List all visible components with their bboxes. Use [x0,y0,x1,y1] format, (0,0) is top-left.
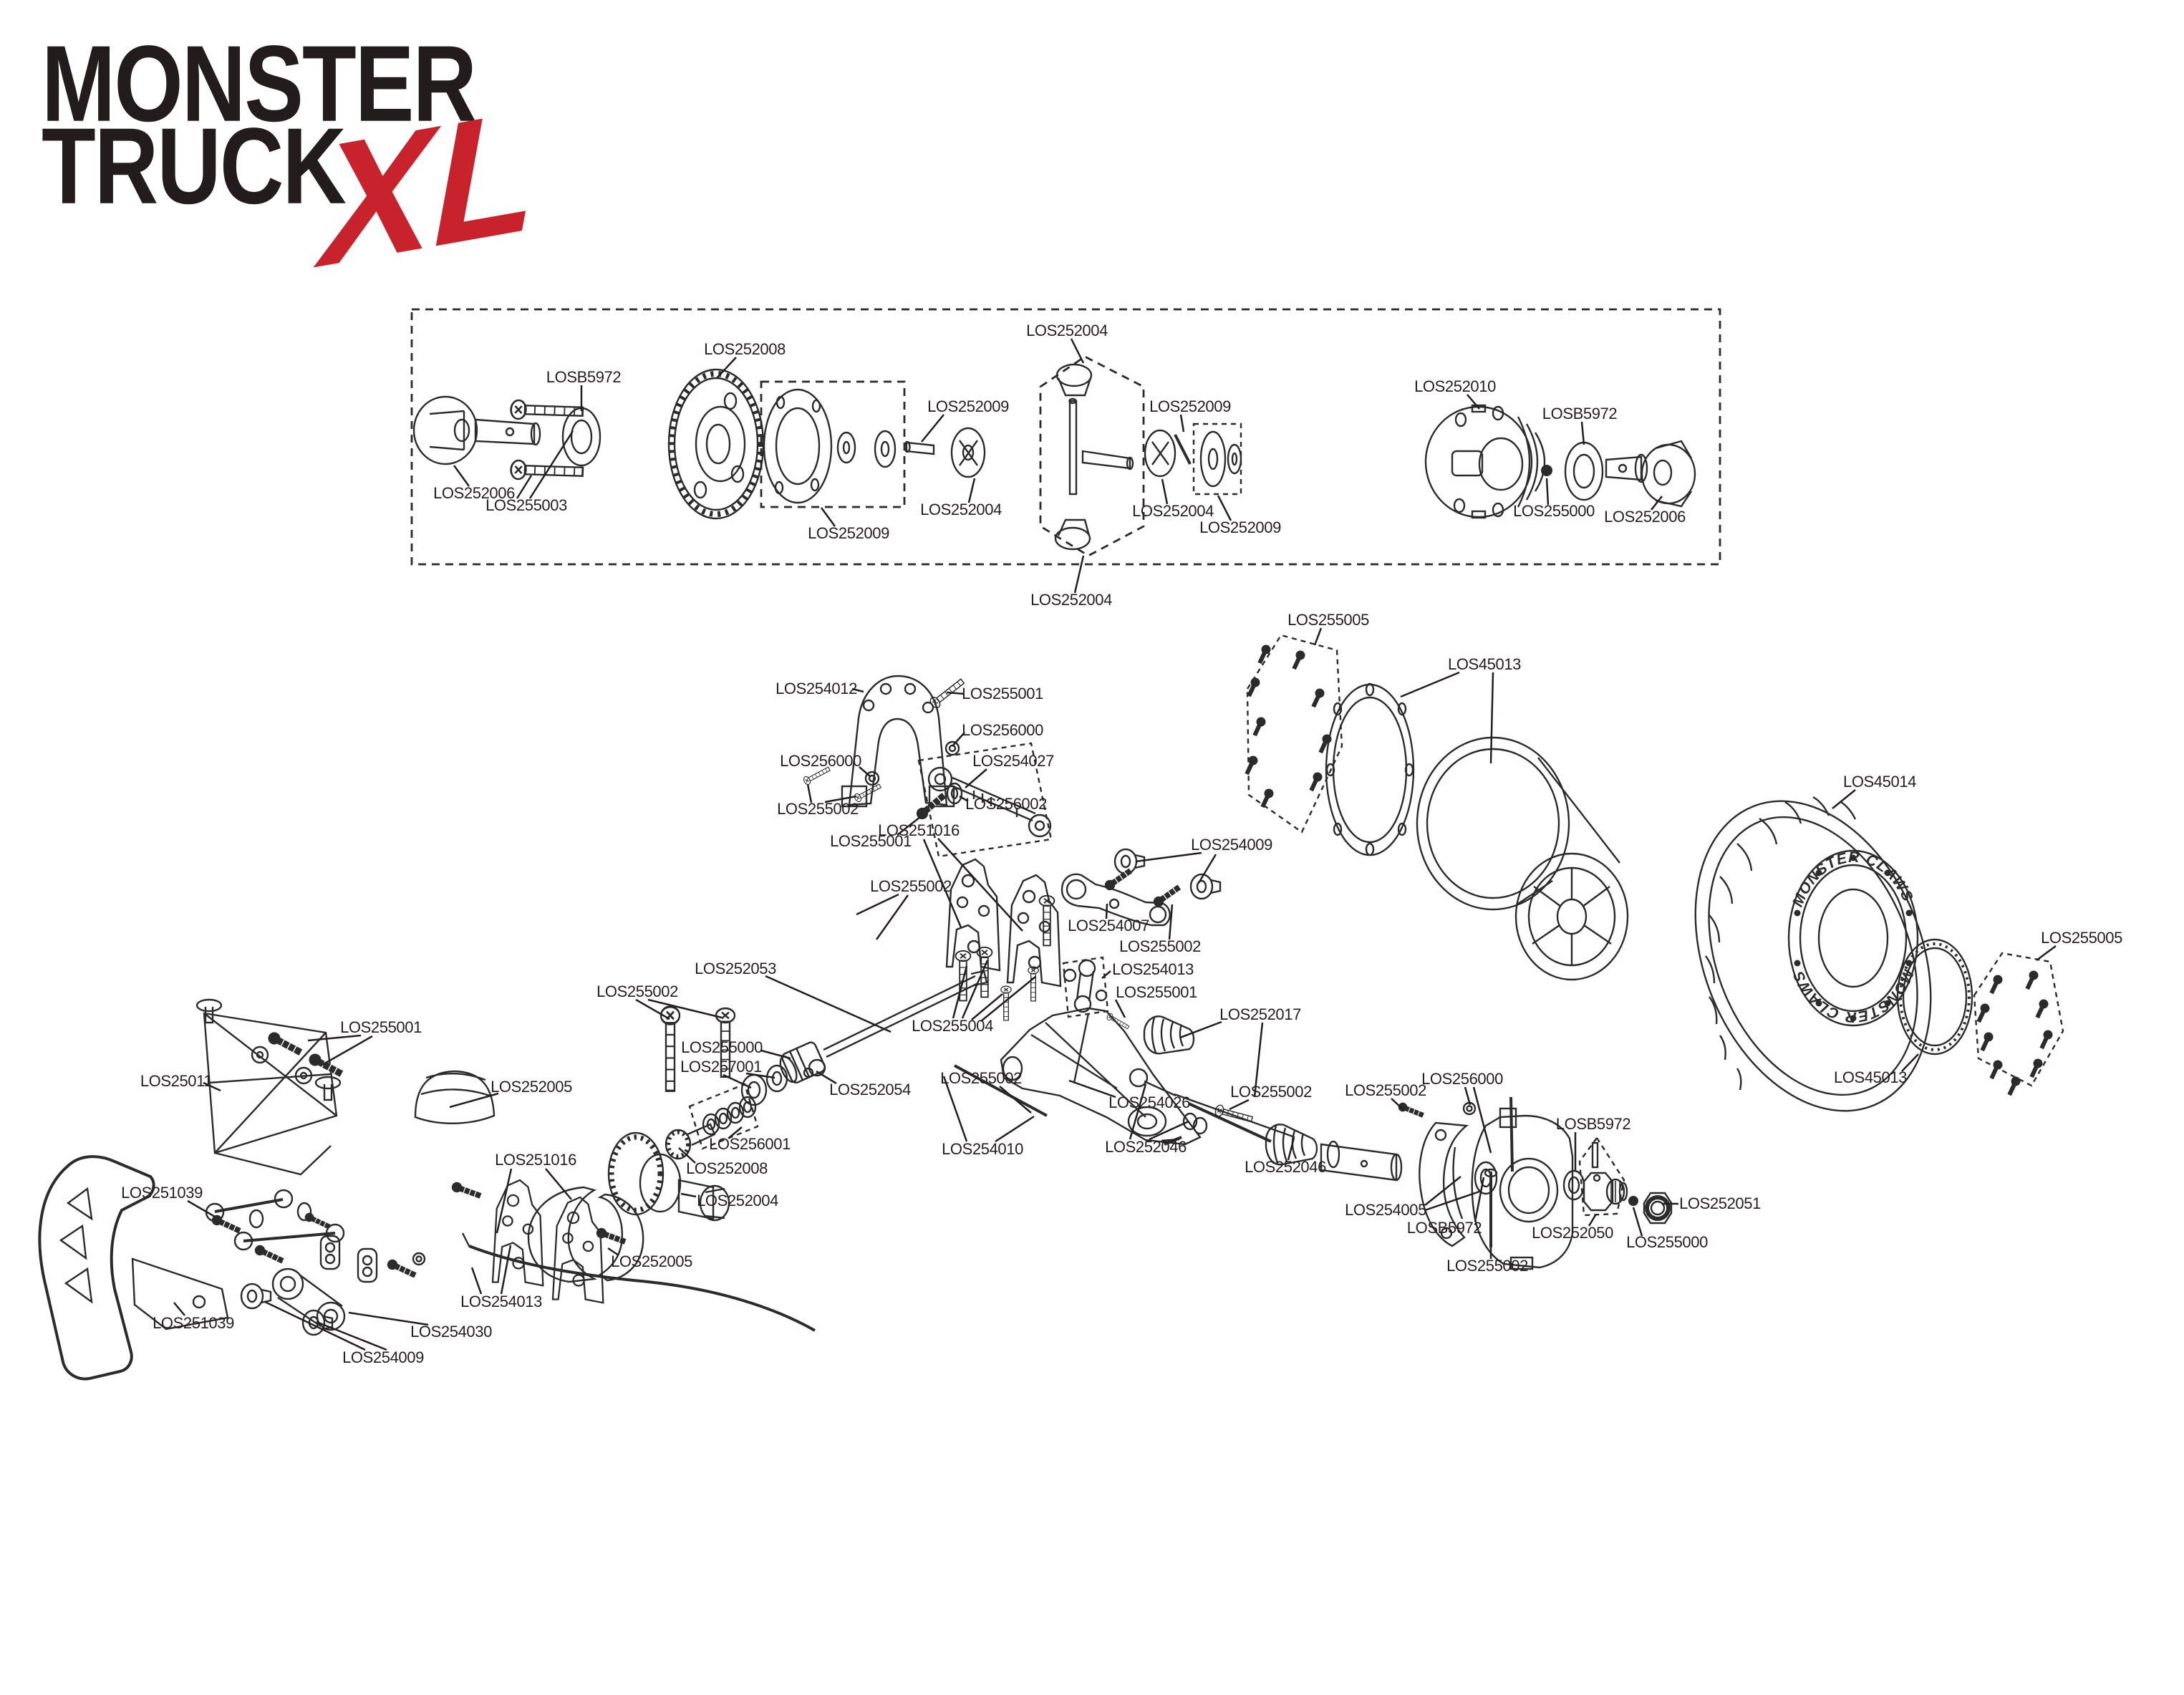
part-number-label: LOS252050 [1532,1224,1613,1242]
wheel-and-tire-assembly: MONSTER CLAWS MONSTER CLAWS [1242,634,2064,1112]
part-number-label: LOS255001 [1116,983,1197,1001]
part-number-label: LOS255005 [1287,611,1369,629]
chassis-left [38,998,816,1381]
part-number-label: LOS254013 [460,1293,542,1310]
logo-line-truck: TRUCK [42,106,347,228]
part-number-label: LOS254026 [1108,1093,1190,1111]
part-number-label: LOS252010 [1414,377,1496,395]
part-number-label: LOS252009 [927,397,1009,415]
part-number-label: LOS257001 [680,1058,762,1076]
part-number-label: LOS252009 [1149,397,1231,415]
part-number-label: LOS255001 [962,685,1043,702]
part-number-label: LOS255002 [1230,1083,1312,1101]
rear-hub-assembly [1129,1068,1673,1270]
part-number-label: LOS252008 [686,1159,768,1177]
part-number-label: LOS255005 [2041,929,2122,947]
part-number-label: LOS254005 [1345,1201,1426,1219]
part-number-label: LOS255004 [912,1017,993,1035]
part-number-label: LOS252004 [1132,502,1214,520]
part-number-label: LOS255002 [1446,1257,1528,1275]
part-number-label: LOS25011 [140,1072,213,1090]
part-number-label: LOS255003 [485,496,567,514]
part-number-label: LOS252051 [1679,1194,1761,1212]
part-number-label: LOS255002 [1345,1081,1426,1099]
part-number-label: LOS45014 [1843,773,1916,791]
part-number-label: LOS252008 [704,340,786,358]
steering-and-towers [527,675,1295,1283]
part-number-label: LOS251039 [153,1314,234,1332]
part-number-label: LOS252004 [1026,322,1108,339]
part-number-label: LOS254007 [1068,917,1149,935]
part-number-label: LOS256002 [965,795,1047,813]
part-number-label: LOSB5972 [1406,1219,1482,1237]
part-number-label: LOS254009 [342,1348,424,1366]
part-number-label: LOS255001 [830,832,912,850]
part-number-label: LOS252053 [695,960,776,977]
part-number-label: LOS255002 [1119,937,1201,955]
part-number-label: LOS254012 [775,680,857,697]
part-number-label: LOS255002 [870,877,952,895]
part-number-label: LOS255002 [596,982,678,1000]
part-number-label: LOS254010 [942,1140,1023,1158]
part-number-label: LOS252054 [829,1081,911,1098]
part-number-label: LOS252009 [1199,518,1281,536]
part-number-label: LOS256000 [1421,1070,1503,1088]
part-number-label: LOS45013 [1448,655,1521,673]
part-number-label: LOS251039 [121,1184,203,1202]
part-number-label: LOS254030 [410,1323,492,1341]
part-number-label: LOS251016 [495,1151,576,1169]
part-number-label: LOS252005 [611,1252,692,1270]
part-number-label: LOS252017 [1219,1005,1301,1023]
part-number-label: LOS256000 [780,752,861,770]
part-number-label: LOS252046 [1245,1158,1326,1176]
part-number-label: LOS252005 [491,1078,572,1096]
part-number-label: LOS45013 [1834,1068,1907,1086]
part-number-label: LOS252006 [1604,508,1686,526]
part-number-label: LOS254009 [1191,836,1272,854]
label-leader-lines [173,338,2057,1351]
part-number-label: LOS252006 [433,484,515,502]
part-number-label: LOS255000 [1513,502,1595,520]
front-differential-assembly [410,308,1721,566]
part-number-label: LOS255001 [340,1018,422,1036]
part-number-label: LOS256001 [709,1135,791,1153]
part-number-label: LOS255000 [681,1038,763,1056]
part-number-label: LOS254027 [972,752,1054,770]
part-number-label: LOS252046 [1105,1138,1187,1156]
part-number-label: LOS255002 [940,1069,1022,1087]
logo-line-monster: MONSTER [42,24,477,145]
part-number-label: LOS254013 [1112,960,1194,978]
monster-truck-xl-logo: MONSTER TRUCK XL [42,24,586,304]
part-number-label: LOS252004 [1030,591,1112,609]
part-number-label: LOS252004 [920,501,1002,518]
part-number-label: LOS255000 [1626,1233,1708,1251]
part-number-label: LOS252009 [808,524,889,542]
part-number-label: LOS252004 [697,1192,778,1209]
part-number-label: LOS251016 [878,821,960,839]
part-number-label: LOSB5972 [1555,1115,1631,1133]
part-number-label: LOSB5972 [1542,405,1618,422]
part-number-label: LOS255002 [777,800,859,818]
part-number-label: LOSB5972 [546,368,622,386]
part-number-label: LOS256000 [962,721,1043,739]
